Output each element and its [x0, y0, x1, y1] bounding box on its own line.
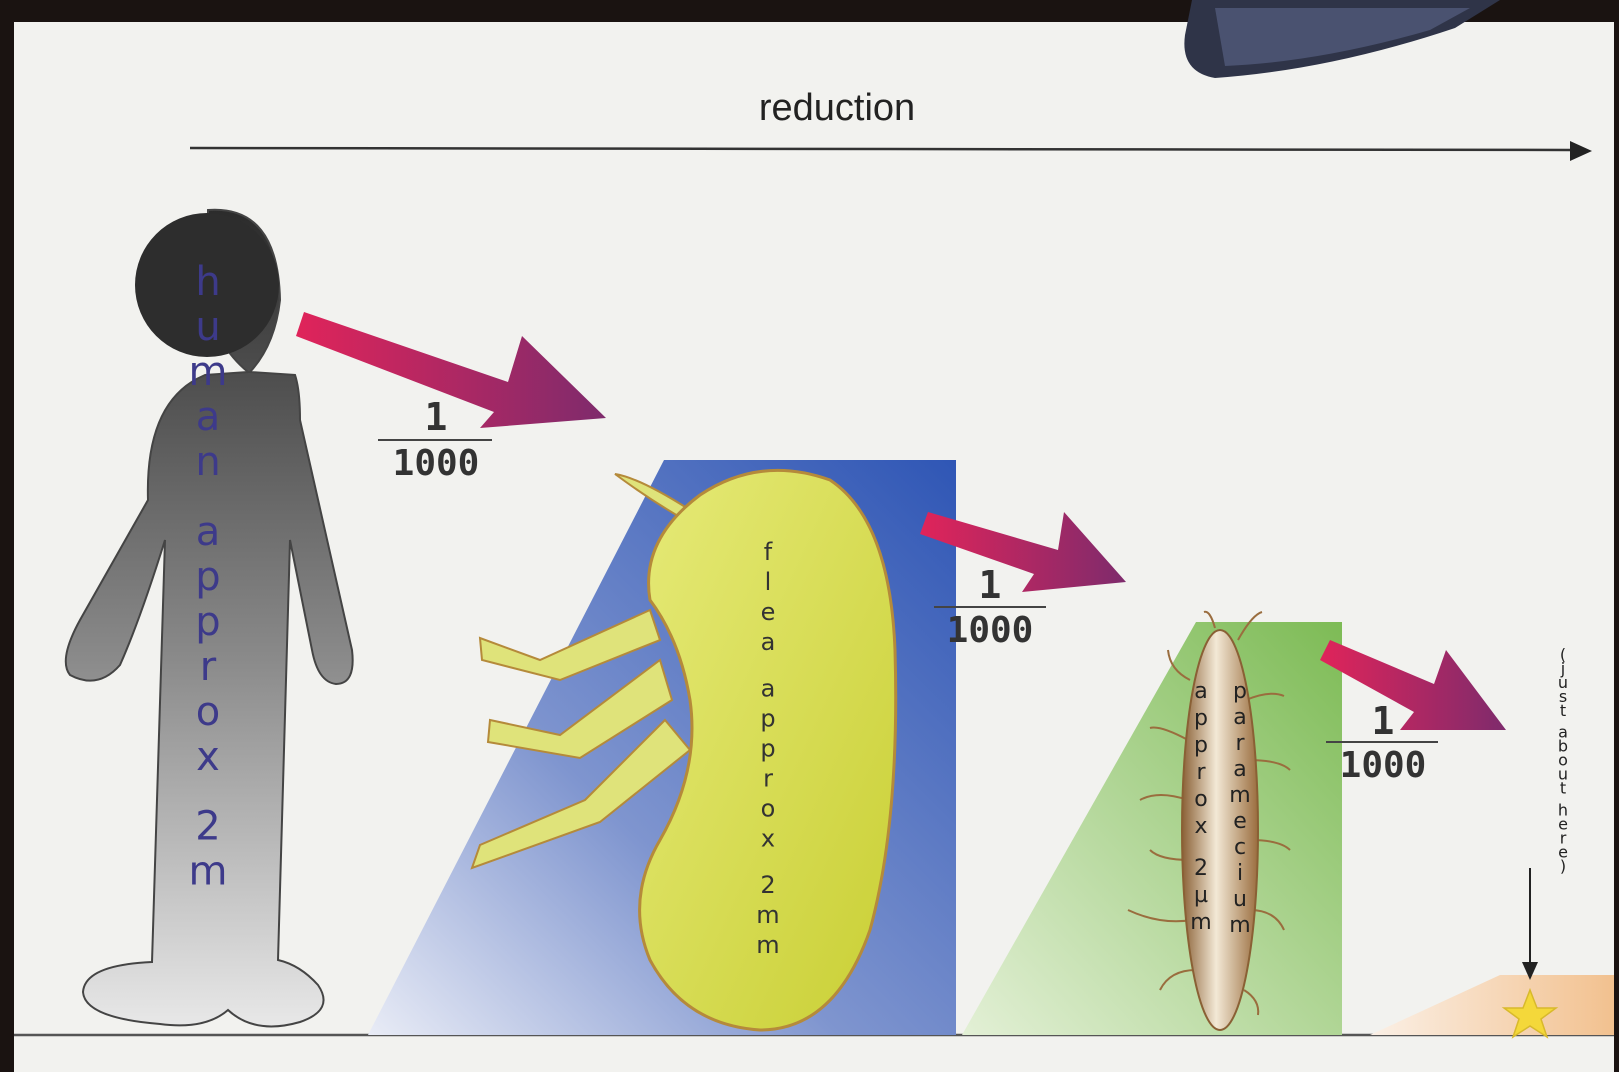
- fraction-3-numerator: 1: [1372, 699, 1395, 743]
- fraction-2-numerator: 1: [979, 563, 1002, 607]
- fraction-1-numerator: 1: [425, 395, 448, 439]
- fraction-3-denominator: 1000: [1340, 745, 1427, 786]
- fraction-2-denominator: 1000: [947, 610, 1034, 651]
- fraction-1-denominator: 1000: [393, 443, 480, 484]
- diagram-title: reduction: [759, 87, 915, 129]
